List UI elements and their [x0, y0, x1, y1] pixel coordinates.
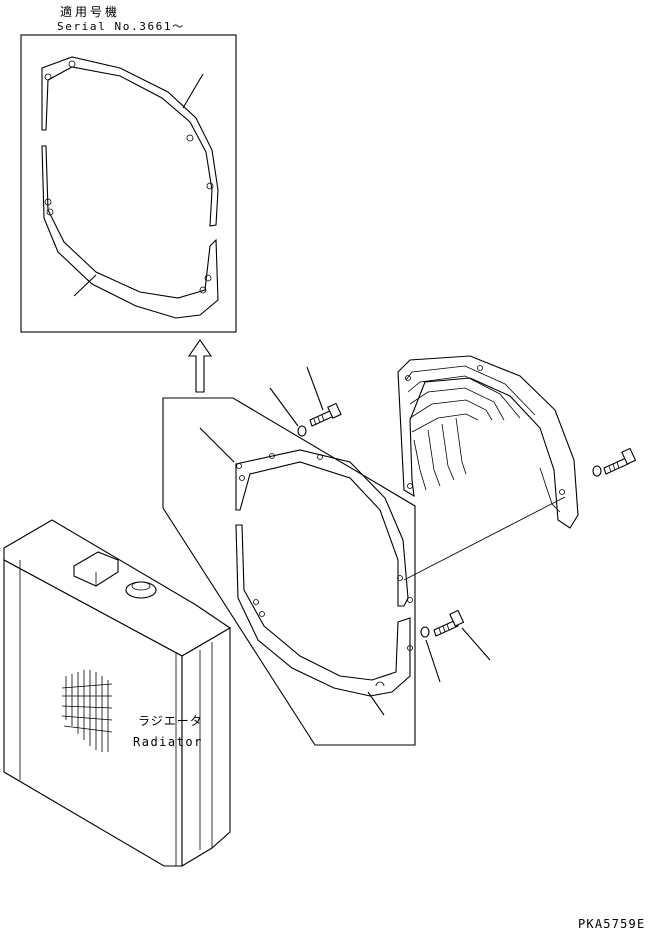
leader-line	[269, 387, 299, 427]
leader-line	[367, 691, 385, 716]
washer-right	[592, 465, 602, 477]
serial-number-label: Serial No.3661〜	[57, 20, 185, 33]
bolt-upper	[309, 402, 342, 427]
leader-line	[461, 627, 491, 661]
washer-lower	[420, 626, 430, 638]
inset-shroud-plate	[41, 56, 219, 319]
fan-guard	[397, 355, 579, 529]
washer-upper	[297, 425, 307, 437]
leader-line	[306, 366, 324, 411]
leader-line	[73, 274, 97, 297]
leader-line	[425, 639, 441, 683]
leader-line	[199, 427, 235, 463]
radiator-label-en: Radiator	[133, 735, 203, 749]
inset-panel	[20, 34, 237, 333]
bolt-lower	[433, 609, 465, 637]
up-arrow-icon	[187, 339, 213, 393]
assembly-line	[403, 496, 566, 581]
radiator-label-jp: ラジエータ	[138, 714, 203, 728]
shroud-plate	[162, 397, 416, 746]
radiator	[3, 519, 232, 867]
radiator-core-icon	[61, 670, 113, 752]
drawing-code: PKA5759E	[578, 917, 646, 931]
applicable-model-label: 適用号機	[60, 5, 121, 19]
bolt-right	[603, 447, 637, 475]
leader-line	[182, 73, 204, 109]
